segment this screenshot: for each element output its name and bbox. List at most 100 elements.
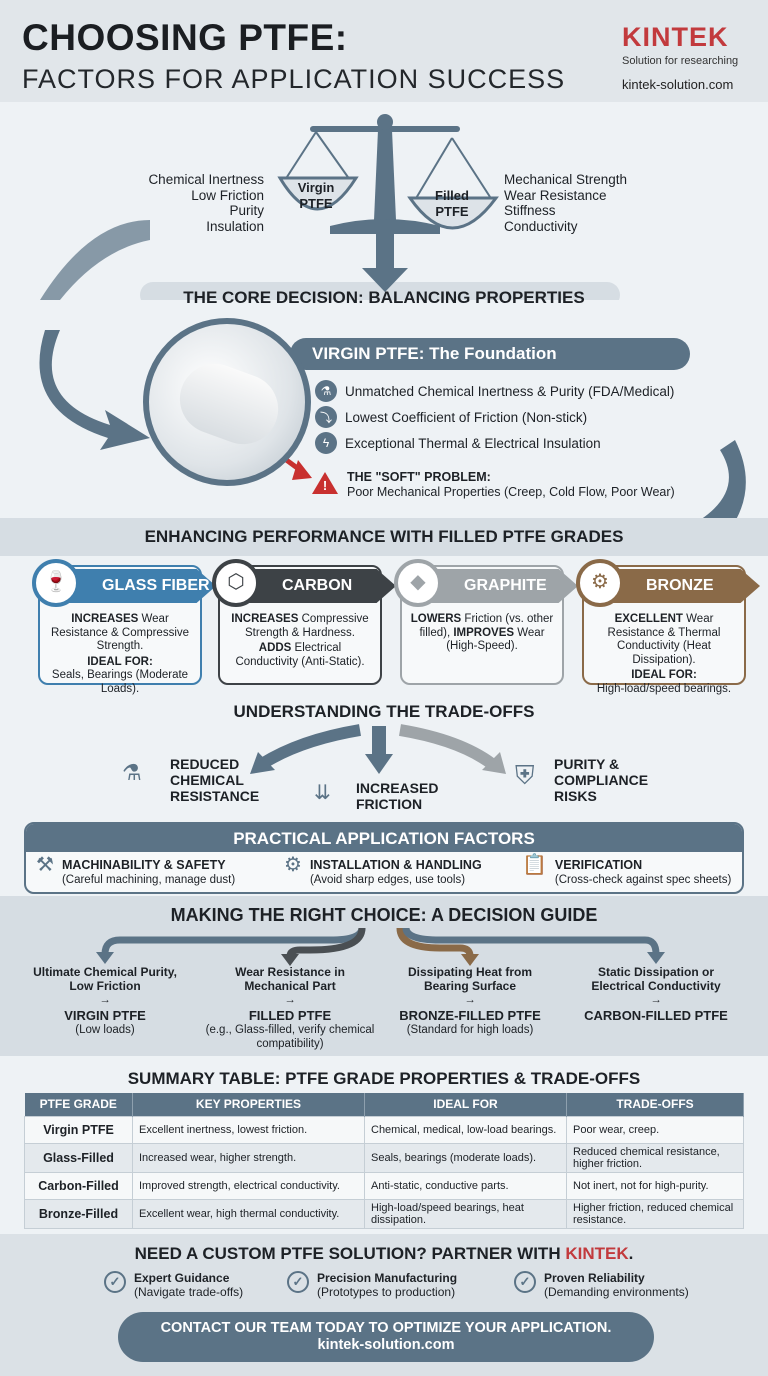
- hand-gear-icon: ⚙: [284, 854, 302, 876]
- benefit-desc: (Prototypes to production): [317, 1285, 456, 1299]
- balance-scale-icon: [40, 114, 620, 300]
- guide-option: Static Dissipation or Electrical Conduct…: [571, 965, 741, 1023]
- table-cell: Chemical, medical, low-load bearings.: [364, 1115, 567, 1144]
- arrow-right-icon: →: [650, 994, 662, 1006]
- table-cell: Bronze-Filled: [24, 1198, 133, 1229]
- table-cell: Higher friction, reduced chemical resist…: [566, 1198, 744, 1229]
- practical-item: ⚙INSTALLATION & HANDLING(Avoid sharp edg…: [284, 854, 482, 887]
- contact-button[interactable]: CONTACT OUR TEAM TODAY TO OPTIMIZE YOUR …: [118, 1312, 654, 1362]
- virgin-bullet: ⤵Lowest Coefficient of Friction (Non-sti…: [315, 406, 587, 428]
- virgin-ptfe-title: VIRGIN PTFE: The Foundation: [290, 338, 690, 370]
- card-ideal: IDEAL FOR:Seals, Bearings (Moderate Load…: [46, 656, 194, 697]
- table-cell: Seals, bearings (moderate loads).: [364, 1142, 567, 1173]
- text: Wear Resistance & Thermal Conductivity (…: [607, 613, 721, 666]
- tradeoff-arrows: [250, 724, 506, 774]
- guide-result: CARBON-FILLED PTFE: [584, 1008, 728, 1023]
- filled-pan-label: Filled PTFE: [435, 188, 469, 219]
- item-desc: (Cross-check against spec sheets): [554, 874, 732, 886]
- contact-url[interactable]: kintek-solution.com: [317, 1337, 455, 1353]
- core-decision-heading: THE CORE DECISION: BALANCING PROPERTIES: [183, 288, 585, 307]
- property: Stiffness: [504, 203, 556, 218]
- guide-option: Wear Resistance in Mechanical Part → FIL…: [205, 965, 375, 1051]
- virgin-properties: Chemical Inertness Low Friction Purity I…: [100, 172, 264, 234]
- check-icon: ✓: [104, 1271, 126, 1293]
- item-desc: (Careful machining, manage dust): [61, 874, 236, 886]
- hexagon-lattice-icon: ⬡: [212, 559, 260, 607]
- emph: IDEAL FOR:: [87, 655, 153, 668]
- ptfe-tube-image: [143, 318, 311, 486]
- filler-card: CARBON ⬡ INCREASES Compressive Strength …: [212, 559, 396, 685]
- guide-option: Dissipating Heat from Bearing Surface → …: [385, 965, 555, 1037]
- arrow-right-icon: →: [99, 994, 111, 1006]
- page-subtitle: FACTORS FOR APPLICATION SUCCESS: [22, 64, 566, 94]
- item-title: MACHINABILITY & SAFETY: [61, 858, 226, 872]
- card-ideal: IDEAL FOR:High-load/speed bearings.: [590, 669, 738, 696]
- practical-item: ⚒ MACHINABILITY & SAFETY (Careful machinin…: [36, 854, 236, 887]
- bullet-text: Lowest Coefficient of Friction (Non-stic…: [345, 409, 588, 425]
- emph: LOWERS: [410, 613, 462, 625]
- gears-icon: ⚙: [576, 559, 624, 607]
- tradeoff-chemical: REDUCED CHEMICAL RESISTANCE: [170, 756, 260, 804]
- property: Insulation: [206, 218, 264, 234]
- benefit-desc: (Navigate trade-offs): [134, 1285, 244, 1299]
- property: Wear Resistance: [504, 187, 607, 203]
- warning-text: Poor Mechanical Properties (Creep, Cold …: [347, 485, 675, 499]
- text: Wear Resistance & Compressive Strength.: [50, 613, 190, 652]
- text: Electrical Conductivity (Anti-Static).: [235, 642, 365, 668]
- lightning-icon: ϟ: [315, 432, 337, 454]
- card-title: GLASS FIBER: [54, 569, 216, 603]
- practical-heading: PRACTICAL APPLICATION FACTORS: [26, 824, 742, 852]
- guide-option: Ultimate Chemical Purity, Low Friction →…: [20, 965, 190, 1037]
- chemical-pour-icon: ⚗: [122, 760, 142, 785]
- soft-problem: THE "SOFT" PROBLEM: Poor Mechanical Prop…: [347, 470, 675, 500]
- practical-box: PRACTICAL APPLICATION FACTORS: [24, 822, 744, 894]
- filler-card: GLASS FIBER 🍷 INCREASES Wear Resistance …: [32, 559, 216, 695]
- guide-need: Dissipating Heat from Bearing Surface: [407, 965, 533, 993]
- text: Compressive Strength & Hardness.: [245, 613, 369, 639]
- filler-card: BRONZE ⚙ EXCELLENT Wear Resistance & The…: [576, 559, 760, 695]
- emph: INCREASES: [231, 613, 299, 625]
- card-desc: INCREASES Wear Resistance & Compressive …: [46, 613, 194, 654]
- machining-icon: ⚒: [36, 854, 54, 876]
- card-desc: INCREASES Compressive Strength & Hardnes…: [226, 613, 374, 640]
- arrow-right-icon: →: [284, 994, 296, 1006]
- virgin-pan-label: Virgin PTFE: [297, 180, 335, 211]
- table-cell: Virgin PTFE: [24, 1115, 133, 1144]
- guide-note: (e.g., Glass-filled, verify chemical com…: [205, 1024, 375, 1050]
- benefit: ✓Precision Manufacturing(Prototypes to p…: [287, 1271, 457, 1299]
- benefit: ✓ Expert Guidance(Navigate trade-offs): [104, 1271, 243, 1299]
- practical-item: 📋VERIFICATION(Cross-check against spec s…: [522, 854, 732, 887]
- card-desc: LOWERS Friction (vs. other filled), IMPR…: [408, 613, 556, 654]
- property: Mechanical Strength: [504, 172, 628, 187]
- emph: ADDS: [258, 642, 292, 654]
- emph: IMPROVES: [453, 626, 515, 639]
- cta-heading: NEED A CUSTOM PTFE SOLUTION? PARTNER WIT…: [0, 1244, 768, 1264]
- table-cell: Improved strength, electrical conductivi…: [132, 1171, 365, 1200]
- table-cell: Excellent wear, high thermal conductivit…: [132, 1198, 365, 1229]
- benefit-title: Expert Guidance: [134, 1271, 230, 1285]
- summary-table: PTFE GRADE KEY PROPERTIES IDEAL FOR TRAD…: [24, 1093, 744, 1229]
- col-header: IDEAL FOR: [364, 1093, 567, 1116]
- item-desc: (Avoid sharp edges, use tools): [309, 874, 466, 886]
- guide-note: (Standard for high loads): [406, 1024, 534, 1036]
- cta-brand: KINTEK: [565, 1244, 629, 1263]
- table-cell: Excellent inertness, lowest friction.: [132, 1115, 365, 1144]
- table-cell: Glass-Filled: [24, 1142, 133, 1173]
- page-title: CHOOSING PTFE:: [22, 17, 348, 58]
- tradeoff-friction: INCREASED FRICTION: [356, 780, 439, 812]
- clipboard-icon: 📋: [522, 854, 547, 876]
- tradeoffs-heading: UNDERSTANDING THE TRADE-OFFS: [233, 702, 535, 721]
- property: Conductivity: [504, 218, 578, 234]
- filled-band: [0, 518, 768, 556]
- filled-heading: ENHANCING PERFORMANCE WITH FILLED PTFE G…: [144, 527, 624, 546]
- card-title: CARBON: [234, 569, 396, 603]
- property: Chemical Inertness: [148, 172, 264, 187]
- guide-result: BRONZE-FILLED PTFE: [399, 1008, 541, 1023]
- website-link[interactable]: kintek-solution.com: [622, 77, 734, 92]
- text: High-load/speed bearings.: [596, 682, 732, 695]
